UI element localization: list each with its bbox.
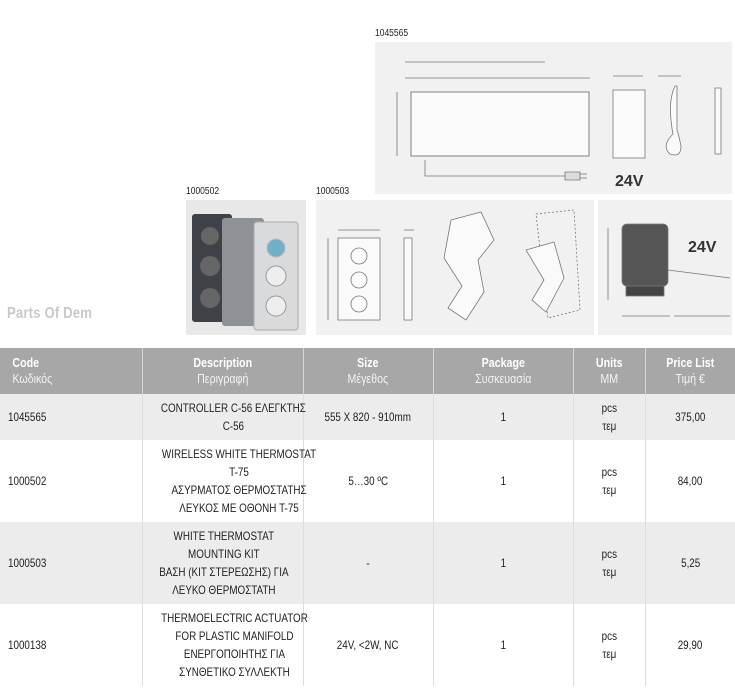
cell-code: 1045565 [0,394,143,440]
cell-units: pcs τεμ [573,522,646,604]
cell-price: 84,00 [677,474,703,488]
actuator-drawing: 24V [598,200,732,335]
cell-units: pcs τεμ [573,440,646,522]
cell-description: WHITE THERMOSTAT MOUNTING KIT ΒΑΣΗ (ΚΙΤ … [142,522,304,604]
cell-description: THERMOELECTRIC ACTUATOR FOR PLASTIC MANI… [142,604,307,686]
cell-units: pcs τεμ [573,394,646,440]
cell-price: 29,90 [677,638,703,652]
image-code-1000503: 1000503 [316,186,350,197]
table-row: 1045565 CONTROLLER C-56 ΕΛΕΓΚΤΗΣ C-56 55… [0,394,735,440]
voltage-label: 24V [615,173,644,190]
cell-size: 5…30 ºC [303,440,434,522]
actuator-voltage-label: 24V [688,239,717,256]
cell-code: 1000503 [0,522,143,604]
cell-price: 375,00 [645,394,735,440]
controller-drawing: 24V [375,42,732,194]
cell-description: WIRELESS WHITE THERMOSTAT T-75 ΑΣΥΡΜΑΤΟΣ… [142,440,316,522]
thermostat-photo [186,200,306,335]
cell-package: 1 [433,604,574,686]
cell-size: 555 X 820 - 910mm [303,394,434,440]
cell-package: 1 [433,394,574,440]
section-title: Parts Of Dem [7,305,93,322]
cell-code: 1000502 [0,440,143,522]
table-row: 1000503 WHITE THERMOSTAT MOUNTING KIT ΒΑ… [0,522,735,604]
cell-price: 5,25 [645,522,735,604]
mounting-kit-drawing [316,200,594,335]
table-row: 1000502 WIRELESS WHITE THERMOSTAT T-75 Α… [0,440,735,522]
cell-size: 24V, <2W, NC [303,604,434,686]
cell-package: 1 [433,440,574,522]
cell-size: - [303,522,434,604]
cell-package: 1 [433,522,574,604]
image-code-1045565: 1045565 [375,28,409,39]
cell-description: CONTROLLER C-56 ΕΛΕΓΚΤΗΣ C-56 [142,394,305,440]
cell-units: pcs τεμ [573,604,646,686]
table-row: 1000138 THERMOELECTRIC ACTUATOR FOR PLAS… [0,604,735,686]
image-code-1000502: 1000502 [186,186,220,197]
cell-code: 1000138 [0,604,143,686]
